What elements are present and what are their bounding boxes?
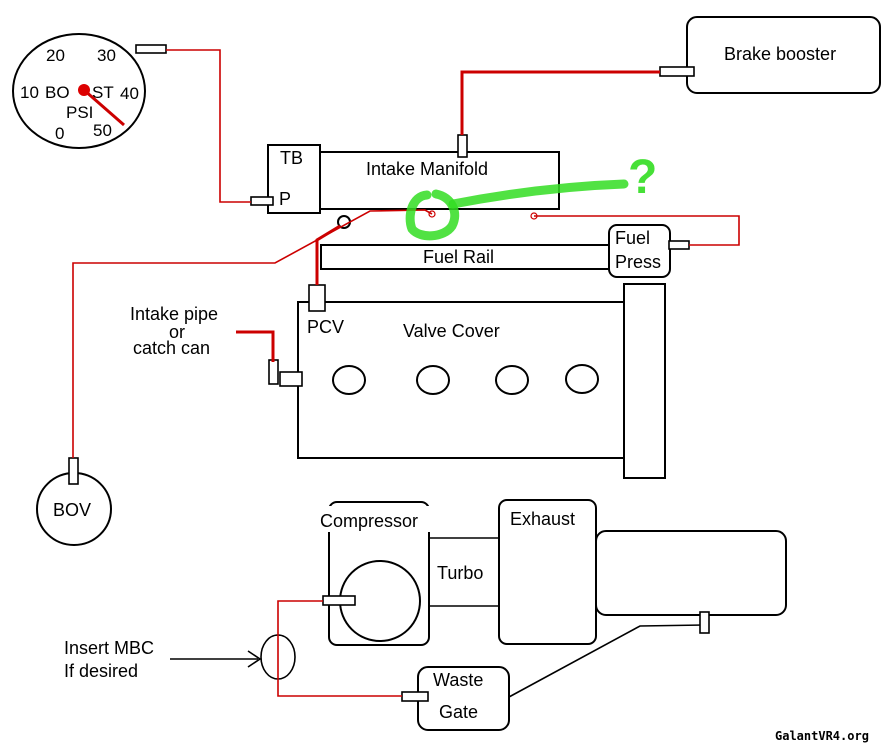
pcv-fitting [308,284,326,312]
gauge-needle [83,88,125,127]
mbc-insert-point: Insert MBC If desired [64,634,296,681]
wastegate-flapper-fitting [699,611,710,634]
gauge-tick-10: 10 [20,83,39,102]
hose-manifold-to-fuel-press [534,215,740,246]
compressor-label: Compressor [320,511,418,531]
highlight-line [448,179,629,209]
breather-nipple [268,359,279,385]
gauge-unit-psi: PSI [66,103,93,122]
valve-cover: Valve Cover PCV [268,283,666,479]
hose-manifold-to-brake-booster [460,70,660,135]
pcv-label: PCV [307,317,344,337]
intake-pipe-label-line3: catch can [133,338,210,358]
wastegate-actuator-rod [508,624,705,698]
highlight-question-mark: ? [628,151,657,204]
vacuum-hoses [72,49,740,697]
gauge-fitting [135,44,167,54]
downpipe [595,530,787,616]
intake-pipe-label-line2: or [169,322,185,342]
gauge-tick-20: 20 [46,46,65,65]
fuel-press-label-line2: Press [615,252,661,272]
throttle-port-fitting [250,196,274,206]
fuel-press-fitting [668,240,690,250]
valve-cover-label: Valve Cover [403,321,500,341]
bov-fitting [68,457,79,485]
boost-gauge: 20 30 10 BO ST 40 PSI 0 50 [12,33,167,149]
gauge-tick-30: 30 [97,46,116,65]
turbocharger: Compressor Turbo Exhaust [318,499,787,646]
compressor-label-bg [318,506,436,532]
intake-manifold-fitting [457,134,468,158]
gauge-word-st: ST [92,83,114,102]
bov-label: BOV [53,500,91,520]
fuel-rail-label: Fuel Rail [423,247,494,267]
throttle-body-label: TB [280,148,303,168]
gauge-word-bo: BO [45,83,70,102]
brake-booster-label: Brake booster [724,44,836,64]
fuel-press-box [608,224,671,278]
mbc-label-line2: If desired [64,661,138,681]
throttle-port-label: P [279,189,291,209]
watermark: GalantVR4.org [775,729,869,743]
compressor-fitting [322,595,356,606]
brake-booster: Brake booster [659,16,881,94]
mbc-arrow-head [247,650,262,668]
wastegate-label-line2: Gate [439,702,478,722]
mbc-label-line1: Insert MBC [64,638,154,658]
turbo-label: Turbo [437,563,483,583]
blow-off-valve: BOV [36,457,112,546]
wastegate-fitting [401,691,429,702]
gauge-needle-hub [78,84,90,96]
throttle-body: TB P [250,144,321,214]
intake-pipe-label: Intake pipe or catch can [130,304,218,358]
wastegate-label-line1: Waste [433,670,483,690]
gauge-tick-50: 50 [93,121,112,140]
intake-pipe-label-line1: Intake pipe [130,304,218,324]
breather-fitting [279,371,303,387]
intake-manifold-label: Intake Manifold [366,159,488,179]
spark-plug-hole-1 [332,365,366,395]
gauge-tick-0: 0 [55,124,64,143]
fuel-rail-box [320,244,619,270]
spark-plug-hole-2 [416,365,450,395]
valve-cover-end-plate [623,283,666,479]
fuel-press-label-line1: Fuel [615,228,650,248]
fuel-pressure-regulator: Fuel Press [608,224,690,278]
question-highlight: ? [405,151,657,241]
fuel-rail: Fuel Rail [320,244,619,270]
hose-compressor-to-wastegate [277,600,402,697]
hose-breather-to-intake-pipe [236,330,275,362]
spark-plug-hole-3 [495,365,529,395]
brake-booster-fitting [659,66,695,77]
wastegate: Waste Gate [401,611,710,731]
brake-booster-box [686,16,881,94]
throttle-body-box [267,144,321,214]
intake-manifold: Intake Manifold [319,134,560,229]
hose-gauge-to-throttle [166,49,251,203]
hose-pcv-to-manifold [315,224,341,285]
gauge-tick-40: 40 [120,84,139,103]
exhaust-label: Exhaust [510,509,575,529]
spark-plug-hole-4 [565,364,599,394]
